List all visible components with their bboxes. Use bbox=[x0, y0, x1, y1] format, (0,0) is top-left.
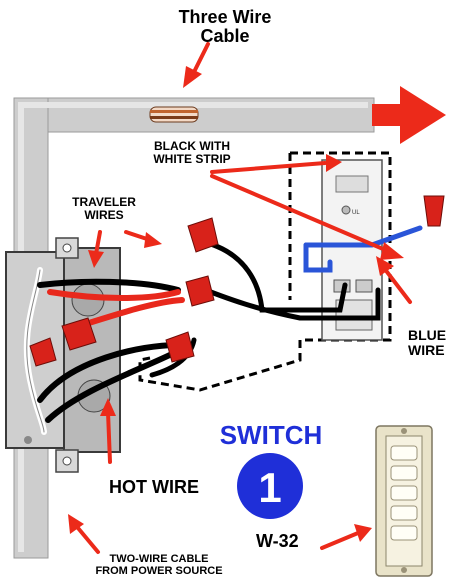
wire-nuts bbox=[29, 195, 445, 367]
black-white-label-line1: BLACK WITH bbox=[154, 139, 230, 153]
blue-label-line2: WIRE bbox=[408, 341, 445, 358]
w32-control-device bbox=[375, 425, 433, 577]
switch-number: 1 bbox=[258, 464, 281, 511]
traveler-label-line2: WIRES bbox=[84, 207, 124, 222]
switch-title: SWITCH bbox=[219, 420, 323, 450]
traveler-label-line1: TRAVELER bbox=[72, 195, 136, 209]
three-wire-label-line1: Three Wire bbox=[178, 7, 272, 27]
black-white-label-line2: WHITE STRIP bbox=[153, 151, 231, 166]
cable-stripe-marker bbox=[149, 106, 199, 123]
switch-number-badge: 1 bbox=[237, 453, 303, 519]
two-wire-cable-label: TWO-WIRE CABLE FROM POWER SOURCE bbox=[74, 553, 244, 577]
three-wire-cable-label: Three Wire Cable bbox=[170, 8, 280, 46]
two-wire-label-line2: FROM POWER SOURCE bbox=[95, 564, 223, 577]
electrical-box bbox=[5, 237, 121, 473]
w32-label: W-32 bbox=[256, 531, 299, 551]
black-white-strip-label: BLACK WITH WHITE STRIP bbox=[132, 140, 252, 165]
continue-arrow-icon bbox=[372, 86, 446, 144]
traveler-wires-label: TRAVELER WIRES bbox=[54, 196, 154, 221]
svg-text:UL: UL bbox=[352, 210, 360, 216]
blue-label-line1: BLUE bbox=[408, 327, 447, 343]
switch-device: UL bbox=[321, 159, 383, 341]
three-wire-label-line2: Cable bbox=[200, 25, 250, 46]
blue-wire-label: BLUE WIRE bbox=[408, 328, 458, 357]
pointer-arrows bbox=[68, 42, 412, 554]
two-wire-label-line1: TWO-WIRE CABLE bbox=[109, 553, 209, 565]
hot-wire-label: HOT WIRE bbox=[109, 477, 199, 497]
